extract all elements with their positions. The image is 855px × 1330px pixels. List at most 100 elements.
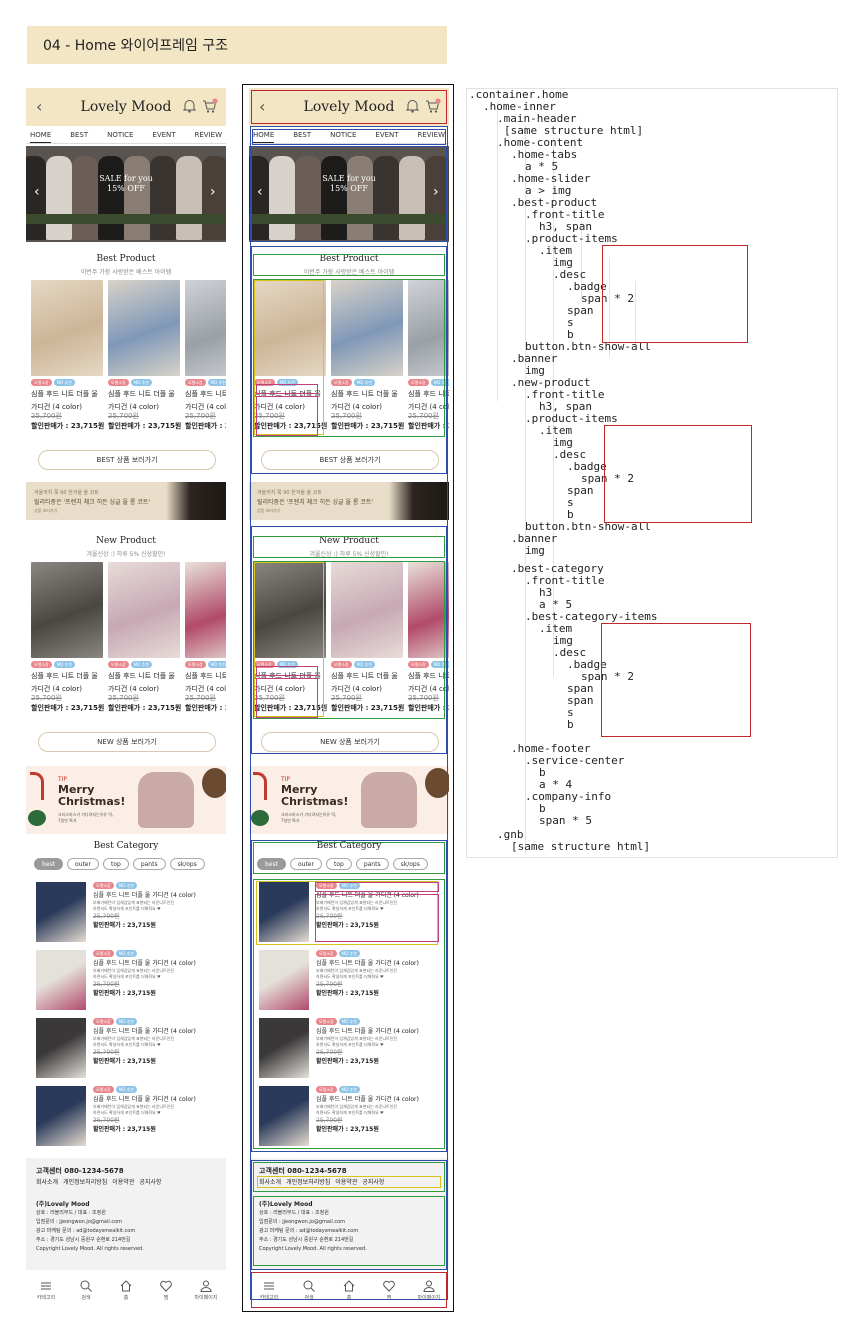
tab-event[interactable]: EVENT [375,131,399,139]
badge-md: MD 추천 [338,1086,360,1093]
gnb-item[interactable]: 홈 [331,1279,367,1303]
product-name-2: 가디건 (4 color) [331,403,382,411]
badge-md: MD 추천 [130,661,152,668]
new-show-all-button[interactable]: NEW 상품 보러가기 [38,732,216,752]
gnb-item[interactable]: 검색 [291,1279,327,1303]
category-pill-4[interactable]: sk/ops [392,858,428,870]
tab-home[interactable]: HOME [30,126,52,143]
slider-next-icon[interactable]: › [210,184,216,200]
category-pill-4[interactable]: sk/ops [169,858,205,870]
cart-icon[interactable] [425,98,441,114]
category-pill-0[interactable]: best [257,858,286,870]
footer-link-0[interactable]: 회사소개 [36,1179,59,1186]
bell-icon[interactable] [182,99,197,113]
product-image [185,280,226,376]
code-line: .badge [567,460,607,473]
footer-link-1[interactable]: 개인정보처리방침 [286,1179,331,1186]
product-image [408,562,449,658]
tab-review[interactable]: REVIEW [194,131,222,139]
footer-link-3[interactable]: 공지사항 [139,1179,162,1186]
code-line: h3 [539,586,553,599]
gnb-item[interactable]: 검색 [68,1279,104,1303]
code-line: span * 2 [581,670,634,683]
category-pill-1[interactable]: outer [66,858,99,870]
slider-next-icon[interactable]: › [433,184,439,200]
back-icon[interactable]: ‹ [36,97,43,116]
new-show-all-button[interactable]: NEW 상품 보러가기 [261,732,439,752]
back-icon[interactable]: ‹ [259,97,266,116]
category-section-title: Best Category [93,841,159,851]
tab-event[interactable]: EVENT [152,131,176,139]
badge-md: MD 추천 [338,1018,360,1025]
category-pill-0[interactable]: best [34,858,63,870]
gnb-item[interactable]: 마이페이지 [411,1279,447,1303]
footer-link-3[interactable]: 공지사항 [362,1179,385,1186]
badge-model: 모델소장 [408,661,429,668]
gnb-label: 마이페이지 [417,1295,441,1301]
footer-link-2[interactable]: 이용약관 [112,1179,135,1186]
tab-best[interactable]: BEST [70,131,89,139]
category-pill-2[interactable]: top [325,858,352,870]
category-pill-2[interactable]: top [102,858,129,870]
gnb-item[interactable]: 카테고리 [251,1279,287,1303]
category-pill-3[interactable]: pants [355,858,389,870]
gnb-item[interactable]: 찜 [371,1279,407,1303]
slider-prev-icon[interactable]: ‹ [34,184,40,200]
tab-home[interactable]: HOME [253,126,275,143]
best-show-all-button[interactable]: BEST 상품 보러가기 [38,450,216,470]
category-pill-1[interactable]: outer [289,858,322,870]
footer-link-1[interactable]: 개인정보처리방침 [63,1179,108,1186]
category-pill-3[interactable]: pants [132,858,166,870]
gnb-item[interactable]: 마이페이지 [188,1279,224,1303]
code-line: span [567,484,594,497]
slider-prev-icon[interactable]: ‹ [257,184,263,200]
tab-notice[interactable]: NOTICE [330,131,357,139]
tab-notice[interactable]: NOTICE [107,131,134,139]
cart-icon[interactable] [202,98,218,114]
best-section-subtitle: 이번주 가장 사랑받은 베스트 아이템 [80,269,172,276]
gnb-item[interactable]: 카테고리 [28,1279,64,1303]
footer-link-0[interactable]: 회사소개 [259,1179,282,1186]
gnb-item[interactable]: 홈 [108,1279,144,1303]
bell-icon[interactable] [405,99,420,113]
tab-review[interactable]: REVIEW [417,131,445,139]
gnb-item[interactable]: 찜 [148,1279,184,1303]
tab-best[interactable]: BEST [293,131,312,139]
footer-link-2[interactable]: 이용약관 [335,1179,358,1186]
best-show-all-button[interactable]: BEST 상품 보러가기 [261,450,439,470]
